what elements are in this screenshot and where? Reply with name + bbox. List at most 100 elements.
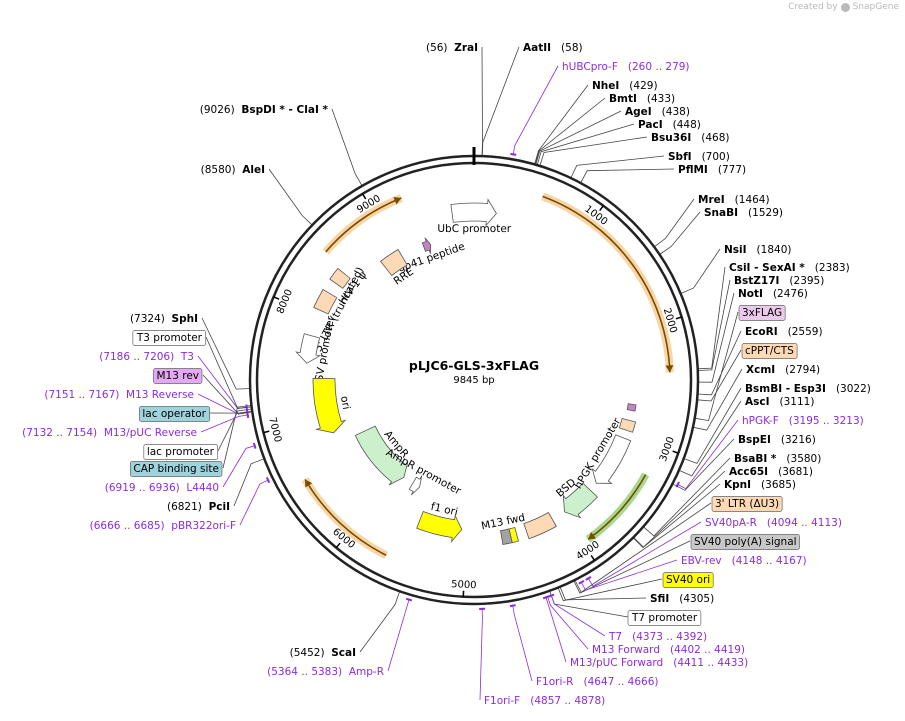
credit-prefix: Created by (788, 2, 838, 12)
site-bspei-text: BspEI (3216) (738, 434, 816, 446)
site-alei-pre: (8580) (201, 164, 243, 176)
tick-2000 (675, 316, 682, 320)
site-sbfi-leader (570, 155, 665, 179)
site-noti-name: NotI (738, 288, 763, 300)
site-bmti-post: (433) (637, 93, 675, 105)
site-amp-r: (5364 .. 5383) Amp-R (267, 666, 384, 678)
upper-left-region-line (325, 197, 402, 253)
feature-rsv-promoter (295, 333, 322, 364)
site-lac-operator-name: lac operator (142, 408, 206, 420)
site-t7: T7 (4373 .. 4392) (608, 631, 707, 643)
site-bsabi: BsaBI * (3580) (734, 453, 821, 465)
site-zrai-name: ZraI (454, 42, 478, 54)
site-t3-pre: (7186 .. 7206) (99, 351, 181, 363)
site-f1ori-r-text: F1ori-R (4647 .. 4666) (536, 676, 658, 688)
site-alei-text: (8580) AleI (201, 164, 265, 176)
site-m13-puc-forward-post: (4411 .. 4433) (663, 657, 748, 669)
site-bstz17i-text: BstZ17I (2395) (734, 275, 824, 287)
site-bsmbi-esp3i-leader (683, 387, 742, 464)
site-cppt-cts-name: cPPT/CTS (745, 345, 794, 357)
site-xcmi: XcmI (2794) (746, 364, 820, 376)
site-sv40pa-r-leader (587, 521, 702, 587)
site-acc65i-post: (3681) (768, 466, 813, 478)
site-t3-text: (7186 .. 7206) T3 (99, 351, 194, 363)
site-pflmi-post: (777) (708, 164, 746, 176)
site-t7-promoter-box (627, 610, 702, 626)
site-asci: AscI (3111) (745, 396, 814, 408)
site-pcii: (6821) PciI (167, 501, 230, 513)
site-leader-lines (197, 46, 743, 701)
site-l4440-pre: (6919 .. 6936) (105, 482, 187, 494)
tick-label-5000: 5000 (451, 579, 477, 591)
site-sphi-text: (7324) SphI (130, 313, 198, 325)
site-l4440-name: L4440 (186, 482, 219, 494)
site-zrai: (56) ZraI (426, 42, 478, 54)
bsd-region-line (587, 474, 647, 541)
site-m13-rev-name: M13 rev (156, 370, 199, 382)
site-nsii: NsiI (1840) (724, 244, 791, 256)
tick-7000 (263, 430, 270, 434)
site-scai: (5452) ScaI (290, 647, 356, 659)
site-m13-puc-reverse-leader (200, 414, 249, 433)
site-cppt-cts: cPPT/CTS (741, 343, 798, 359)
site-cap-binding-site-box (130, 461, 223, 477)
site-f1ori-f-text: F1ori-F (4857 .. 4878) (484, 695, 605, 707)
site-xcmi-leader (692, 368, 743, 431)
site-snabi-text: SnaBI (1529) (704, 207, 783, 219)
site-bsmbi-esp3i-name: BsmBI - Esp3I (745, 383, 826, 395)
site-bmti-leader (534, 97, 606, 165)
site-bspei-leader (672, 438, 735, 491)
site-agei: AgeI (438) (625, 106, 690, 118)
credit-brand: SnapGene (852, 2, 899, 12)
site-zrai-text: (56) ZraI (426, 42, 478, 54)
site-cap-binding-site-name: CAP binding site (133, 463, 219, 475)
site-m13-reverse: (7151 .. 7167) M13 Reverse (44, 389, 194, 401)
site-zrai-pre: (56) (426, 42, 454, 54)
feature-16 (626, 403, 637, 412)
site-csii-sexai-leader (697, 266, 726, 370)
site-sfii-name: SfiI (650, 593, 669, 605)
site-acc65i-name: Acc65I (729, 466, 768, 478)
site-sv40-ori-leader (557, 578, 663, 602)
site-pbr322ori-f-name: pBR322ori-F (171, 520, 236, 532)
site-aatii-name: AatII (523, 42, 551, 54)
site-sfii-text: SfiI (4305) (650, 593, 714, 605)
site-sbfi-text: SbfI (700) (668, 151, 730, 163)
site-ebv-rev-text: EBV-rev (4148 .. 4167) (681, 555, 807, 567)
site-sv40pa-r-text: SV40pA-R (4094 .. 4113) (705, 517, 842, 529)
site-m13-rev: M13 rev (153, 368, 203, 384)
site-kpni-name: KpnI (724, 479, 751, 491)
feature-bsd (562, 482, 598, 519)
site-3xflag-leader (694, 311, 739, 422)
feature-ubc-promoter-label: UbC promoter (437, 223, 511, 235)
site-amp-r-mark (405, 597, 413, 602)
site-3xflag: 3xFLAG (738, 305, 786, 321)
site-bsu36i-name: Bsu36I (651, 132, 691, 144)
site-bmti: BmtI (433) (609, 93, 675, 105)
tick-4000 (590, 555, 596, 561)
site-hpgk-f: hPGK-F (3195 .. 3213) (742, 415, 864, 427)
site-nsii-leader (680, 248, 721, 294)
site-t7-promoter: T7 promoter (627, 610, 702, 626)
site-pcii-pre: (6821) (167, 501, 209, 513)
site-paci-name: PacI (638, 119, 663, 131)
site-bsu36i-leader (539, 136, 648, 167)
site-pflmi: PflMI (777) (678, 164, 746, 176)
feature-ori-label: ori (338, 395, 352, 411)
tick-label-3000: 3000 (658, 435, 677, 463)
site-3xflag-name: 3xFLAG (742, 307, 782, 319)
site-scai-leader (359, 591, 401, 653)
site-3-ltr-u3-box (711, 496, 783, 512)
site-f1ori-f: F1ori-F (4857 .. 4878) (484, 695, 605, 707)
site-bspdi-clai-leader (331, 108, 363, 187)
site-snabi-name: SnaBI (704, 207, 738, 219)
site-noti-text: NotI (2476) (738, 288, 808, 300)
site-m13-forward-name: M13 Forward (592, 644, 660, 656)
highlighted-regions (301, 192, 674, 559)
site-3-ltr-u3: 3' LTR (ΔU3) (711, 496, 783, 512)
site-alei-name: AleI (242, 164, 265, 176)
site-t7-name: T7 (608, 631, 622, 643)
site-l4440-leader (222, 445, 256, 488)
site-hpgk-f-leader (676, 419, 739, 490)
site-sv40-poly-a-signal-box (690, 534, 800, 550)
